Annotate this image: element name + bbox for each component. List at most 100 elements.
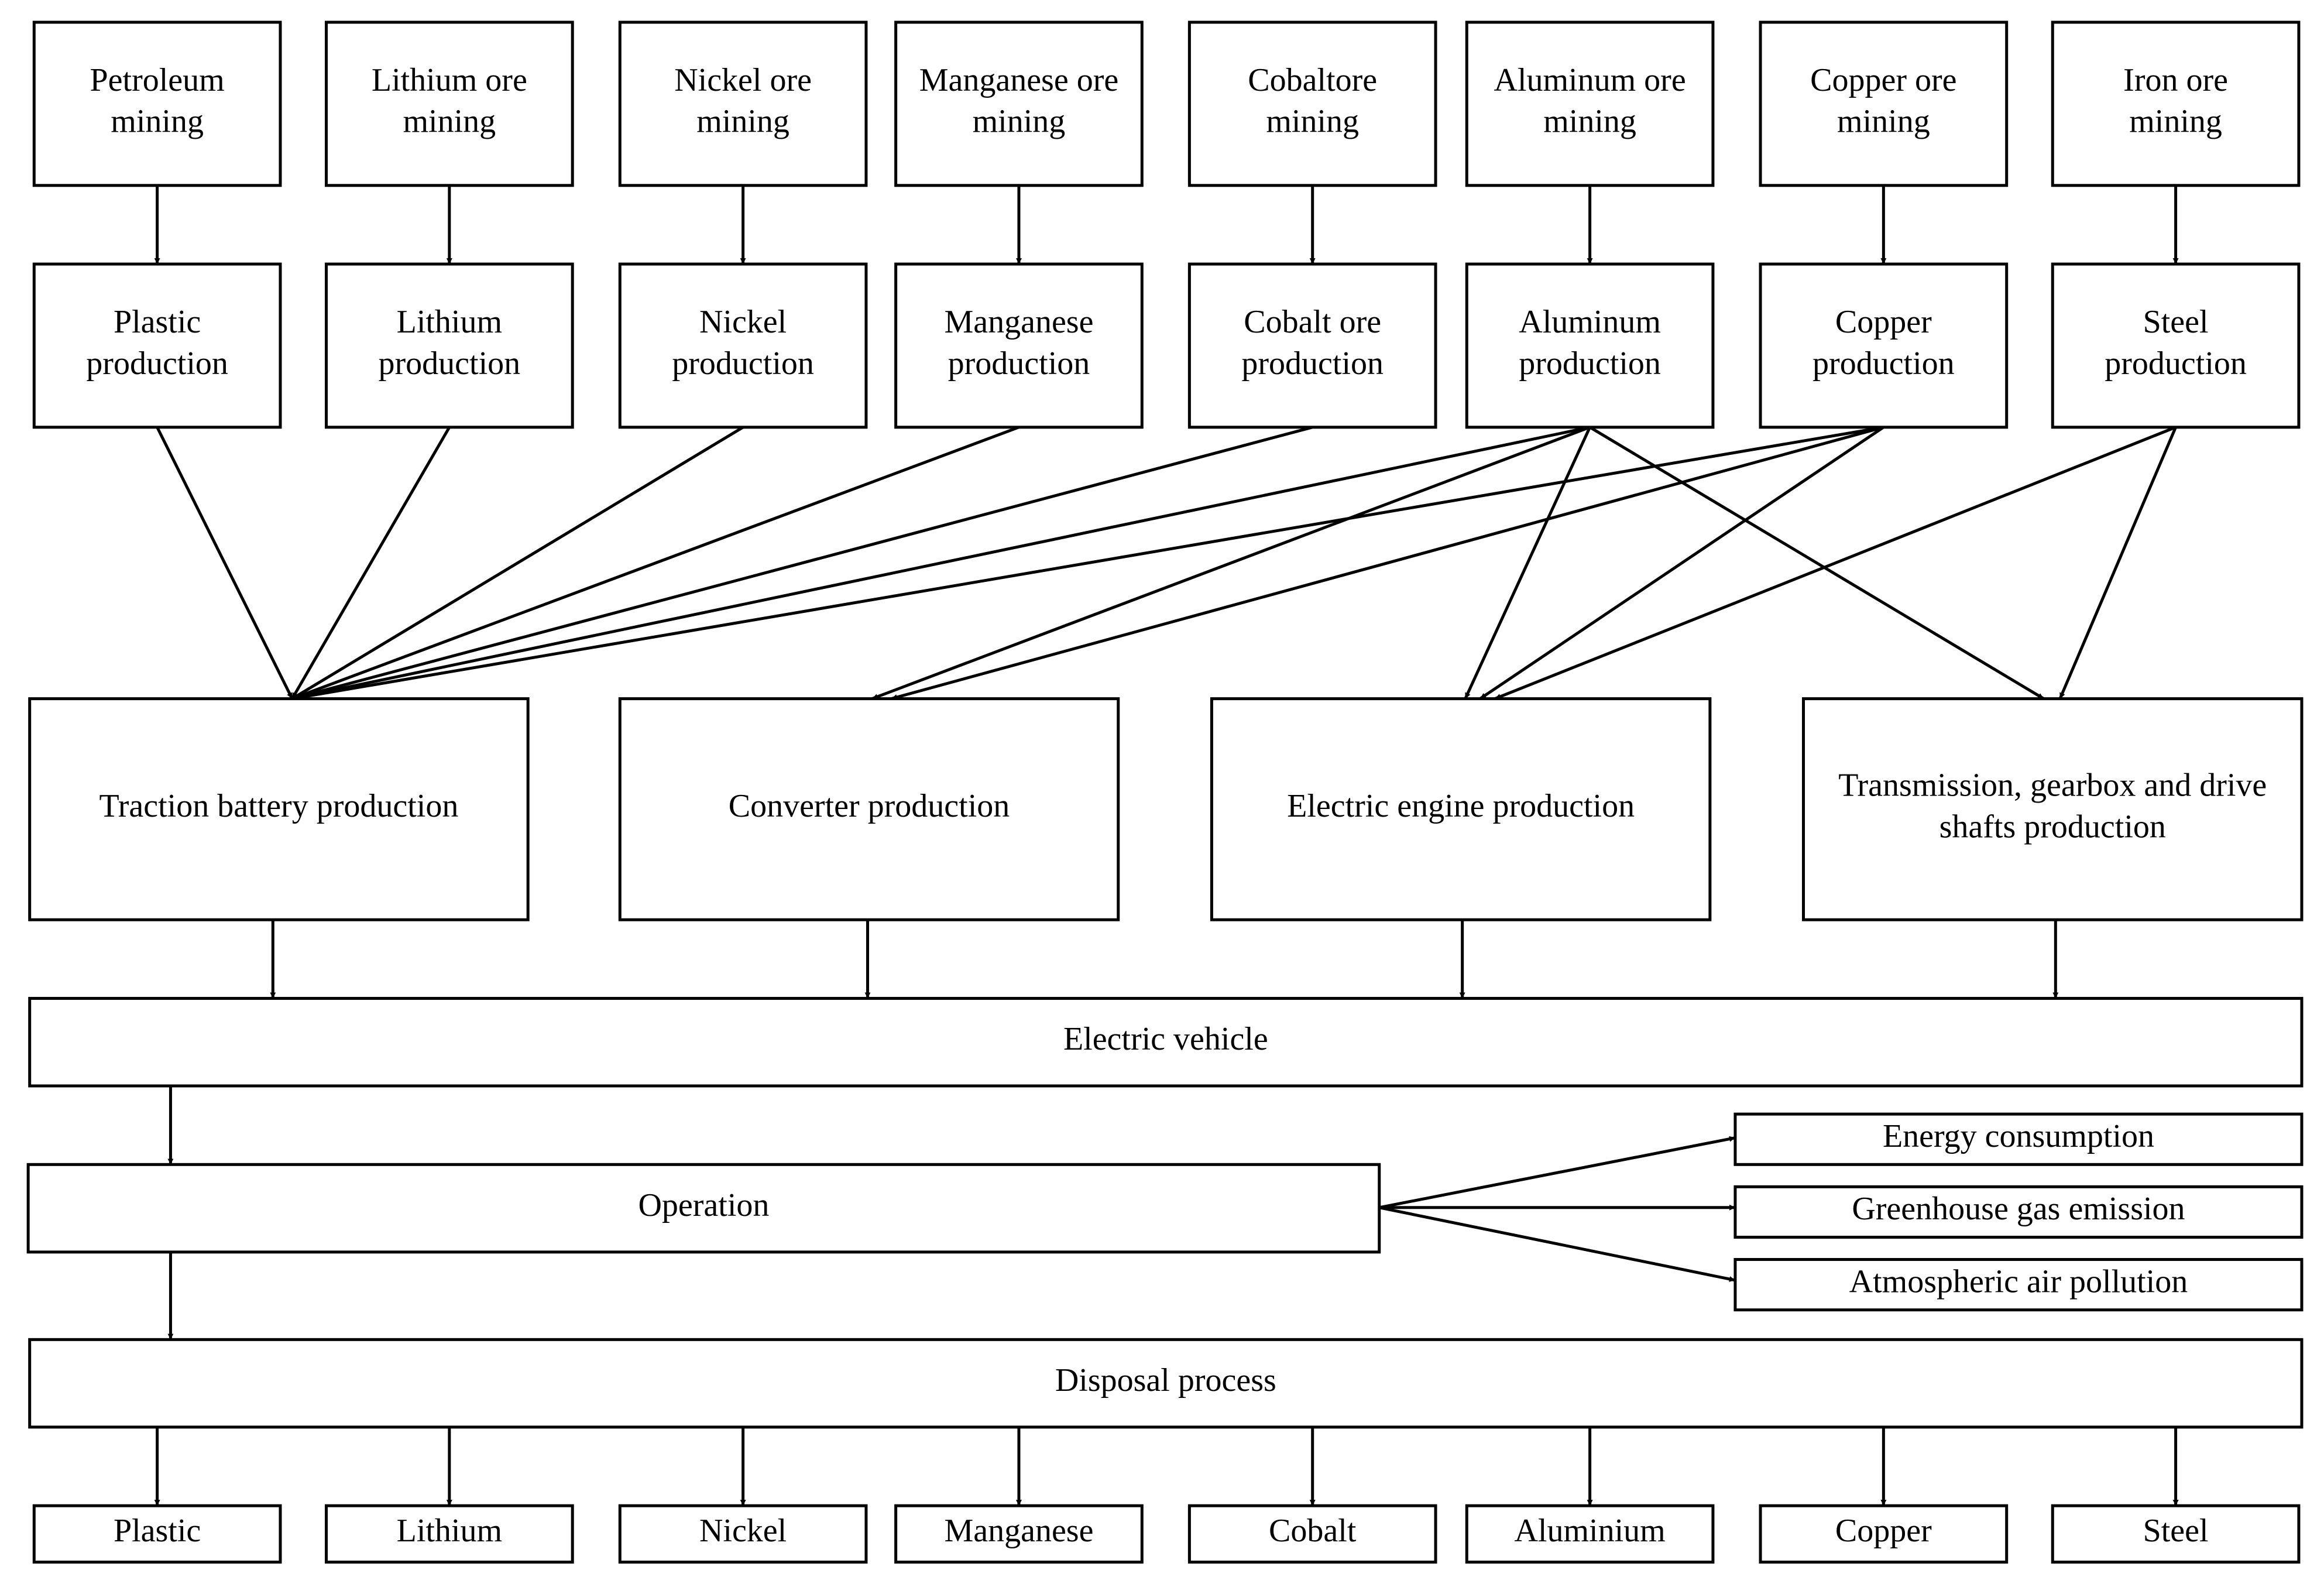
arrow-line [1464, 426, 1591, 700]
node-label: Traction battery production [99, 788, 459, 824]
node-c-battery: Traction battery production [28, 697, 530, 921]
node-box [1733, 1185, 2304, 1239]
node-label: production [379, 345, 521, 382]
node-label: Petroleum [90, 62, 225, 98]
node-label: Copper [1835, 304, 1932, 340]
arrow-line [291, 426, 744, 700]
node-r-lithium: Lithium [325, 1504, 574, 1564]
node-label: mining [1266, 104, 1359, 140]
node-label: Aluminum ore [1494, 62, 1686, 98]
node-op: Operation [26, 1163, 1381, 1254]
node-label: production [86, 345, 228, 382]
node-box [1759, 20, 2009, 187]
arrow-p-aluminum-to-c-transmission [1589, 426, 2045, 700]
node-p-steel: Steel production [2051, 262, 2301, 429]
arrow-p-copper-to-c-engine [1479, 426, 1884, 700]
node-label: Disposal process [1055, 1362, 1276, 1399]
node-label: Atmospheric air pollution [1849, 1263, 2188, 1300]
node-box [1187, 262, 1437, 429]
node-label: Steel [2143, 304, 2209, 340]
node-label: Copper ore [1810, 62, 1956, 98]
arrow-p-aluminum-to-c-battery [291, 426, 1591, 701]
arrow-p-steel-to-c-engine [1494, 426, 2177, 700]
node-p-lithium: Lithium production [325, 262, 574, 429]
node-label: Transmission, gearbox and drive [1838, 767, 2267, 804]
node-box [1465, 1504, 1715, 1564]
node-label: Lithium [397, 304, 502, 340]
node-box [618, 697, 1120, 921]
node-box [32, 1504, 282, 1564]
node-label: Aluminium [1514, 1513, 1665, 1549]
arrow-p-aluminum-to-c-converter [871, 426, 1591, 700]
node-box [28, 697, 530, 921]
arrow-line [291, 426, 451, 700]
arrow-p-aluminum-to-c-engine [1464, 426, 1591, 700]
node-box [618, 262, 868, 429]
node-box [1733, 1257, 2304, 1312]
node-c-engine: Electric engine production [1210, 697, 1712, 921]
node-label: Electric engine production [1287, 788, 1635, 824]
node-label: Aluminum [1519, 304, 1661, 340]
node-p-cobalt: Cobalt ore production [1187, 262, 1437, 429]
node-i-ghg: Greenhouse gas emission [1733, 1185, 2304, 1239]
node-label: Copper [1835, 1513, 1932, 1549]
arrow-p-nickel-to-c-battery [291, 426, 744, 700]
node-m-aluminum: Aluminum ore mining [1465, 20, 1715, 187]
node-box [2051, 262, 2301, 429]
arrow-line [291, 426, 1884, 701]
node-box [1187, 20, 1437, 187]
node-label: Cobalt ore [1244, 304, 1381, 340]
node-label: Converter production [729, 788, 1010, 824]
node-label: Nickel [699, 1513, 787, 1549]
node-box [28, 996, 2304, 1088]
node-label: Plastic [114, 304, 201, 340]
node-label: Nickel ore [674, 62, 812, 98]
node-box [1187, 1504, 1437, 1564]
node-box [26, 1163, 1381, 1254]
node-label: mining [111, 104, 204, 140]
node-m-petroleum: Petroleum mining [32, 20, 282, 187]
node-box [894, 1504, 1144, 1564]
node-label: production [672, 345, 814, 382]
node-i-air: Atmospheric air pollution [1733, 1257, 2304, 1312]
node-label: production [948, 345, 1090, 382]
node-label: Cobalt [1269, 1513, 1357, 1549]
node-label: production [2105, 345, 2247, 382]
node-r-steel: Steel [2051, 1504, 2301, 1564]
arrow-p-lithium-to-c-battery [291, 426, 451, 700]
arrow-line [871, 426, 1591, 700]
node-box [1733, 1112, 2304, 1166]
arrow-line [1379, 1136, 1736, 1209]
arrow-line [291, 426, 1591, 701]
arrow-p-copper-to-c-battery [291, 426, 1884, 701]
arrow-line [291, 426, 1019, 700]
node-r-aluminium: Aluminium [1465, 1504, 1715, 1564]
node-box [618, 1504, 868, 1564]
node-label: Manganese [944, 1513, 1093, 1549]
arrow-op-to-i-air [1379, 1206, 1736, 1282]
node-label: Lithium ore [372, 62, 527, 98]
node-label: production [1812, 345, 1955, 382]
node-label: Cobaltore [1248, 62, 1377, 98]
node-label: mining [1543, 104, 1636, 140]
node-box [894, 262, 1144, 429]
edges-layer [154, 185, 2179, 1506]
node-box [1465, 262, 1715, 429]
node-box [32, 262, 282, 429]
arrow-p-copper-to-c-converter [891, 426, 1884, 700]
node-box [325, 1504, 574, 1564]
node-r-manganese: Manganese [894, 1504, 1144, 1564]
arrow-line [1494, 426, 2177, 700]
node-box [618, 20, 868, 187]
node-label: Iron ore [2123, 62, 2228, 98]
node-box [894, 20, 1144, 187]
node-label: production [1241, 345, 1384, 382]
